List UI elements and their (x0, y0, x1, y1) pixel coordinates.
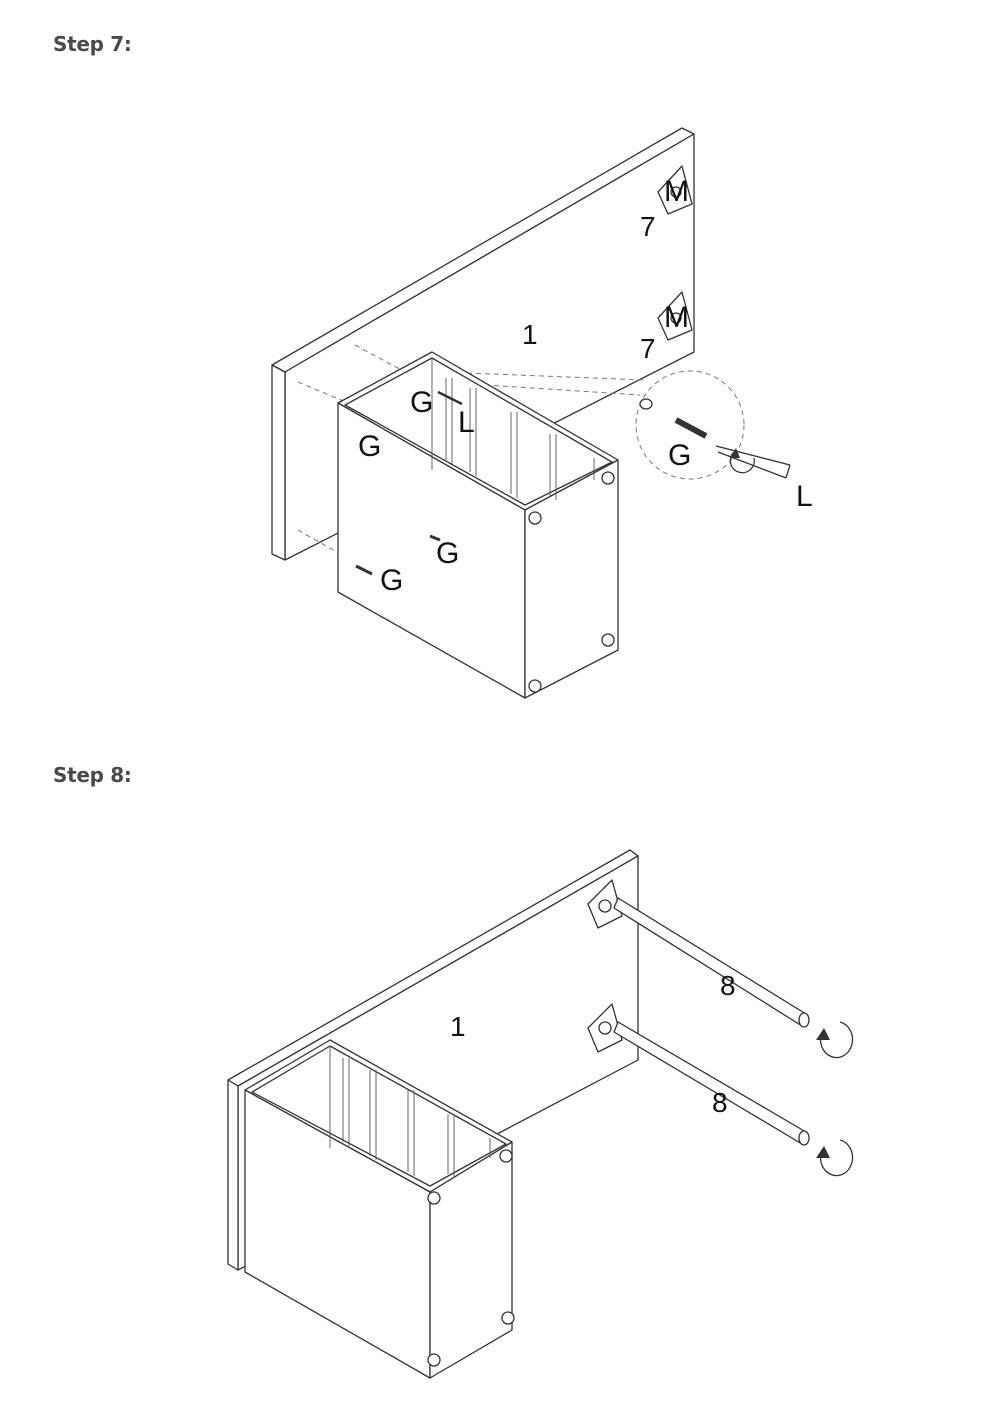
bolt-label-1: G (410, 386, 433, 419)
rotate-arrow-bottom (816, 1139, 854, 1177)
bracket-bottom (657, 291, 693, 341)
leg-top (613, 897, 810, 1028)
leg-plate-bottom (587, 1003, 623, 1053)
detail-zoom (635, 370, 791, 480)
key-detail-label: L (796, 480, 813, 513)
screw-bottom-label: M (664, 301, 689, 334)
desk-panel (227, 849, 639, 1271)
key-label: L (458, 406, 475, 439)
leg-plate-top (587, 879, 623, 929)
step-7-illustration: 1 7 7 M M G G G G G L L (271, 127, 813, 699)
bracket-bottom-label: 7 (640, 333, 656, 364)
step-8-title: Step 8: (53, 763, 132, 787)
step-7-title: Step 7: (53, 32, 132, 56)
cabinet (244, 1039, 515, 1379)
bracket-top (657, 165, 693, 215)
cabinet (337, 351, 619, 699)
bolt-detail-label: G (668, 439, 691, 472)
bracket-top-label: 7 (640, 211, 656, 242)
bolt-label-3: G (436, 537, 459, 570)
screw-top-label: M (664, 175, 689, 208)
bolt-label-4: G (380, 564, 403, 597)
leg-bottom (613, 1021, 810, 1146)
panel-label: 1 (522, 319, 538, 350)
leg-bottom-label: 8 (712, 1087, 728, 1118)
rotate-arrow-top (816, 1021, 854, 1059)
leg-top-label: 8 (720, 970, 736, 1001)
panel-label: 1 (450, 1011, 466, 1042)
bolt-label-2: G (358, 430, 381, 463)
